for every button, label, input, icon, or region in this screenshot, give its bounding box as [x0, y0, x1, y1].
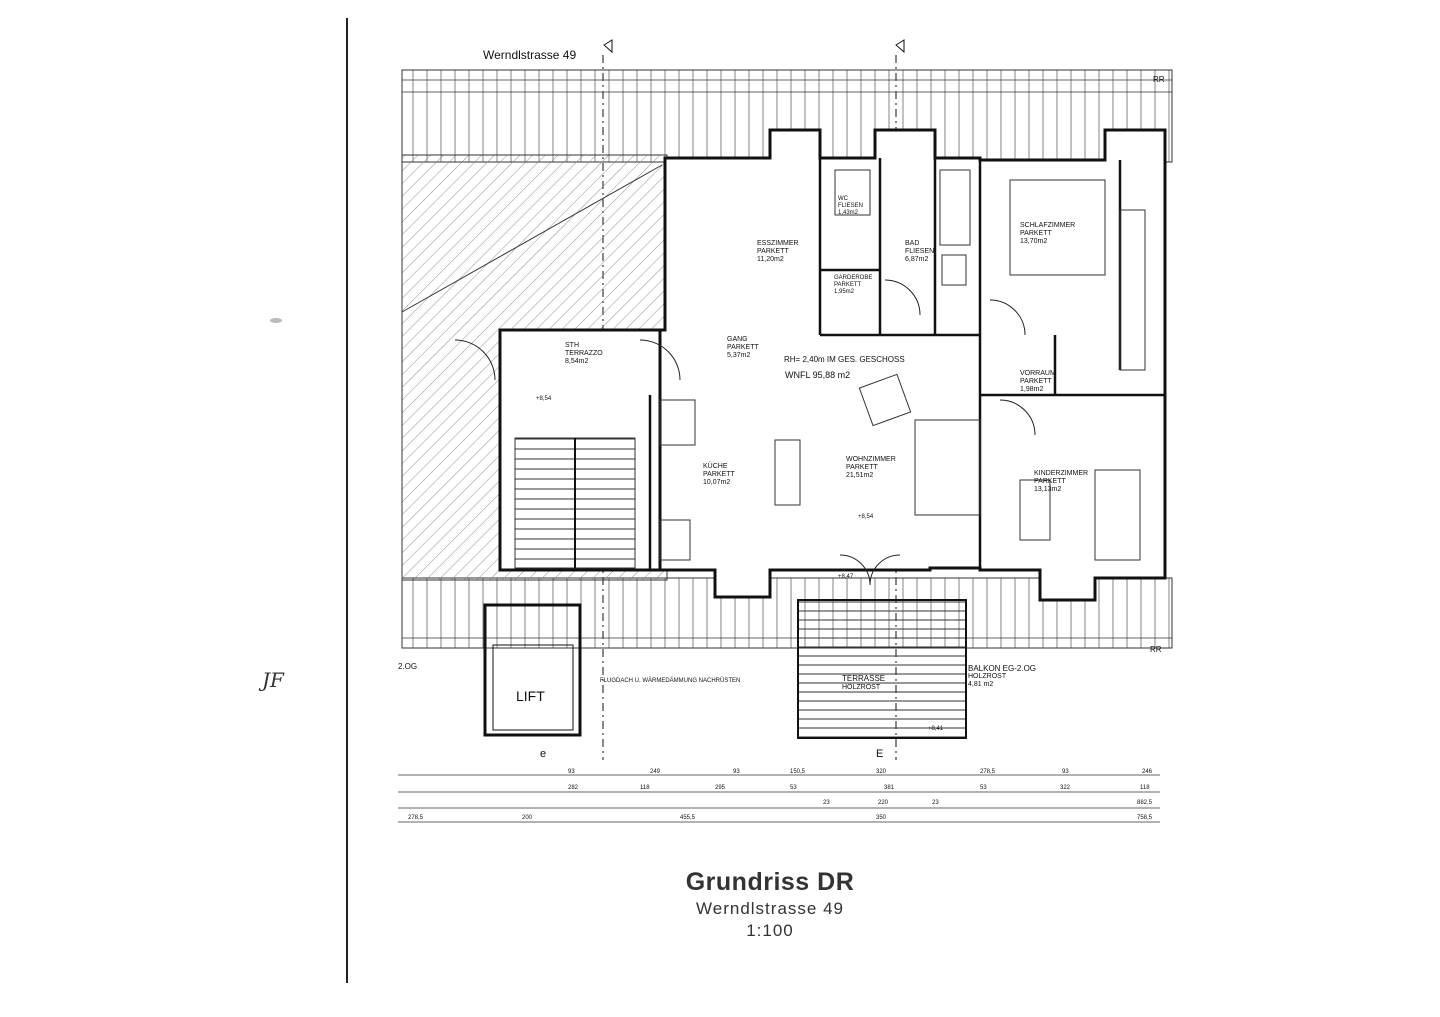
section-mark-label-e: e	[540, 748, 547, 760]
section-mark-label-E: E	[876, 748, 884, 760]
scan-mark	[270, 318, 282, 323]
plan-address: Werndlstrasse 49	[696, 899, 844, 918]
door-swings	[454, 279, 1036, 586]
level-mark: 2.OG	[398, 662, 418, 671]
note-label: FLUGDACH U. WÄRMEDÄMMUNG NACHRÜSTEN	[600, 678, 741, 684]
spot-height: +8,54	[536, 396, 552, 402]
furniture	[659, 169, 1146, 561]
terrace-label: TERRASSE	[842, 674, 886, 683]
balcony-floor-label: HOLZROST	[968, 673, 1007, 680]
balcony-area-label: 4,81 m2	[968, 681, 994, 688]
title-block: Grundriss DR Werndlstrasse 49 1:100	[620, 868, 920, 941]
dimension-lines	[398, 774, 1160, 823]
street-label-top: Werndlstrasse 49	[483, 48, 577, 62]
binder-margin-line	[346, 18, 348, 983]
section-mark-top-right	[895, 39, 905, 760]
lift-label: LIFT	[516, 688, 545, 704]
terrace-deck	[797, 599, 967, 739]
handwritten-initials: JF	[262, 668, 284, 692]
balcony-label: BALKON EG-2.OG	[968, 664, 1037, 673]
plan-title: Grundriss DR	[685, 868, 855, 896]
total-area-label: WNFL 95,88 m2	[785, 370, 851, 380]
ceiling-note: RH= 2,40m IM GES. GESCHOSS	[784, 355, 905, 364]
terrace-floor-label: HOLZROST	[842, 684, 881, 691]
interior-walls	[648, 158, 1165, 570]
spot-height: +8,47	[838, 574, 854, 580]
lift-shaft	[483, 603, 582, 737]
ref-rr-bottom: RR	[1150, 645, 1162, 654]
plan-scale: 1:100	[746, 921, 794, 940]
apartment-walls	[658, 128, 1167, 602]
spot-height: +8,41	[928, 726, 944, 732]
spot-height: +8,54	[858, 514, 874, 520]
section-mark-top-left	[602, 39, 613, 760]
ref-rr-top: RR	[1153, 75, 1165, 84]
